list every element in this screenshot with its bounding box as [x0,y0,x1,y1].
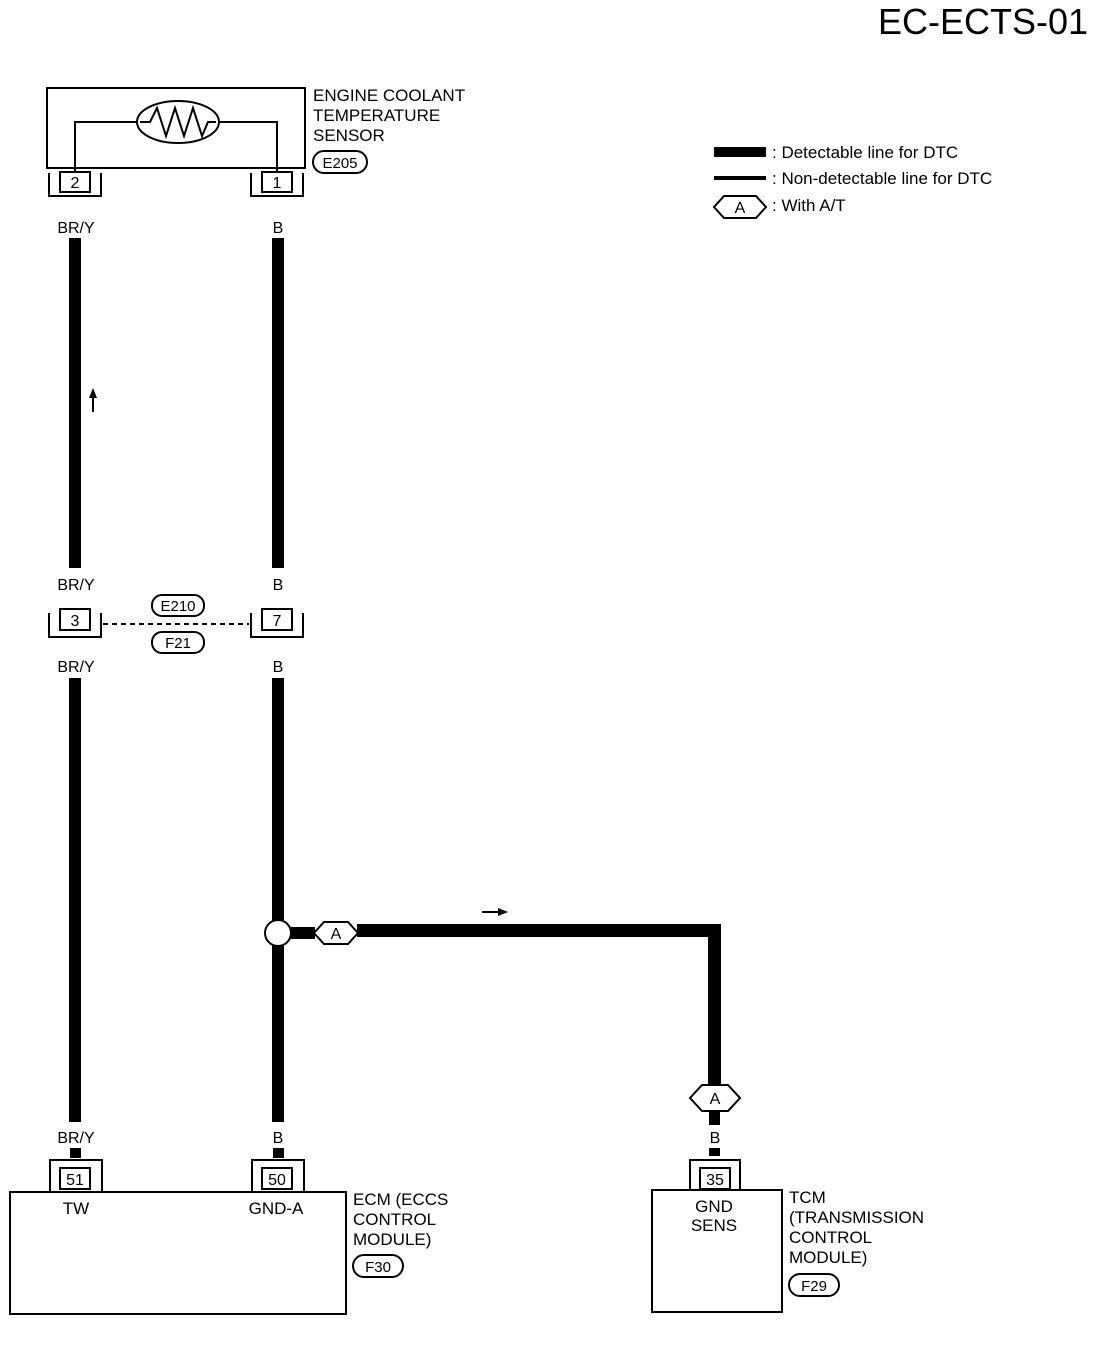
tcm-name-line3: CONTROL [789,1228,872,1247]
connector-badge-top [151,594,205,617]
wire-color-label: BR/Y [57,577,95,594]
sensor-pin-1: 1 [250,171,304,197]
tcm-module: 35 GND SENS TCM (TRANSMISSION CONTROL MO… [651,1159,924,1313]
pin-box [59,608,91,631]
wire-color-label: BR/Y [57,659,95,676]
branch-wire-vertical [708,924,721,1086]
with-at-symbol-text: A [710,1091,721,1108]
wire-segment [273,1148,284,1158]
pin-bracket [48,613,102,638]
arrowhead-right-icon [498,908,508,916]
wire-segment [69,238,81,568]
tcm-name-line4: MODULE) [789,1248,867,1267]
joint-pin-right: 7 [273,613,282,630]
pin-number: 2 [71,175,80,192]
ecm-name-line3: MODULE) [353,1230,431,1249]
tcm-body [651,1189,783,1313]
pin-box [261,171,293,193]
wire-color-label: BR/Y [57,220,95,237]
connector-badge-bottom [151,631,205,654]
wire-color-label: B [273,220,284,237]
pin-bracket [49,1159,103,1192]
legend-non-detectable-swatch [714,176,766,180]
connector-label-bottom: F21 [165,635,191,652]
wire-segment [709,1111,720,1125]
wire-segment [69,678,81,1122]
pin-bracket [250,173,304,197]
wire-color-label: B [273,577,284,594]
legend: : Detectable line for DTC : Non-detectab… [712,143,992,219]
tcm-name-line1: TCM [789,1188,826,1207]
ecm-pin-51: 51 [66,1172,84,1189]
with-at-symbol-text: A [331,926,342,943]
tcm-pin-label-line1: GND [695,1197,733,1216]
splice-icon [264,919,292,947]
branch-wire-horizontal [357,924,721,937]
ecm-pin-51-label: TW [63,1199,89,1218]
wire-color-label: B [273,1130,284,1147]
ecm-connector-label: F30 [365,1259,391,1276]
sensor-name-line3: SENSOR [313,126,385,145]
page-title: EC-ECTS-01 [878,1,1088,42]
wire-color-label: BR/Y [57,1130,95,1147]
legend-with-at-symbol-text: A [735,200,746,217]
tcm-name-line2: (TRANSMISSION [789,1208,924,1227]
wire-color-label: B [710,1130,721,1147]
coolant-temp-sensor: ENGINE COOLANT TEMPERATURE SENSOR E205 [46,86,465,174]
tcm-connector-label: F29 [801,1278,827,1295]
tcm-pin-label-line2: SENS [691,1216,737,1235]
wire-segment [272,946,284,1122]
tcm-branch: A A B [264,908,742,1156]
branch-wire-stub [291,927,315,939]
wire-segment [272,238,284,568]
sensor-connector-label: E205 [322,155,357,172]
wire-segment [70,1148,81,1158]
pin-bracket [251,1159,305,1192]
sensor-name-line2: TEMPERATURE [313,106,440,125]
pin-bracket [48,173,102,197]
joint-pin-left: 3 [71,613,80,630]
legend-detectable-swatch [714,147,766,157]
wire-segment [709,1148,720,1156]
wire-br-y: BR/Y BR/Y BR/Y BR/Y [57,220,97,1147]
sensor-name-line1: ENGINE COOLANT [313,86,465,105]
wire-b: B B B B [272,220,284,1147]
ecm-name-line1: ECM (ECCS [353,1190,448,1209]
arrowhead-up-icon [89,388,97,398]
connector-label-top: E210 [160,598,195,615]
tcm-pin-35: 35 [706,1172,724,1189]
resistor-icon [140,104,216,140]
ecm-pin-50: 50 [268,1172,286,1189]
joint-connector: 3 7 E210 F21 [48,594,304,654]
pin-box [261,1167,293,1190]
pin-bracket [250,613,304,638]
legend-with-at-label: : With A/T [772,196,846,215]
pin-box [261,608,293,631]
ecm-body [9,1191,347,1315]
sensor-internal-wire-left [74,121,138,172]
pin-box [59,171,91,193]
sensor-pin-2: 2 [48,171,102,197]
pin-box [59,1167,91,1190]
legend-with-at-symbol [712,195,768,219]
pin-number: 1 [273,175,282,192]
ecm-pin-50-label: GND-A [249,1199,304,1218]
ecm-module: 51 50 TW GND-A ECM (ECCS CONTROL MODULE)… [9,1148,448,1315]
ecm-connector-badge [352,1254,404,1278]
sensor-connector-badge [312,150,368,174]
wire-segment [272,678,284,920]
pin-bracket [689,1159,741,1190]
ecm-name-line2: CONTROL [353,1210,436,1229]
legend-detectable-label: : Detectable line for DTC [772,143,958,162]
legend-non-detectable-label: : Non-detectable line for DTC [772,169,992,188]
wire-color-label: B [273,659,284,676]
with-at-symbol-tcm [688,1084,742,1112]
tcm-connector-badge [788,1273,840,1297]
sensor-internal-wire-right [218,121,278,172]
